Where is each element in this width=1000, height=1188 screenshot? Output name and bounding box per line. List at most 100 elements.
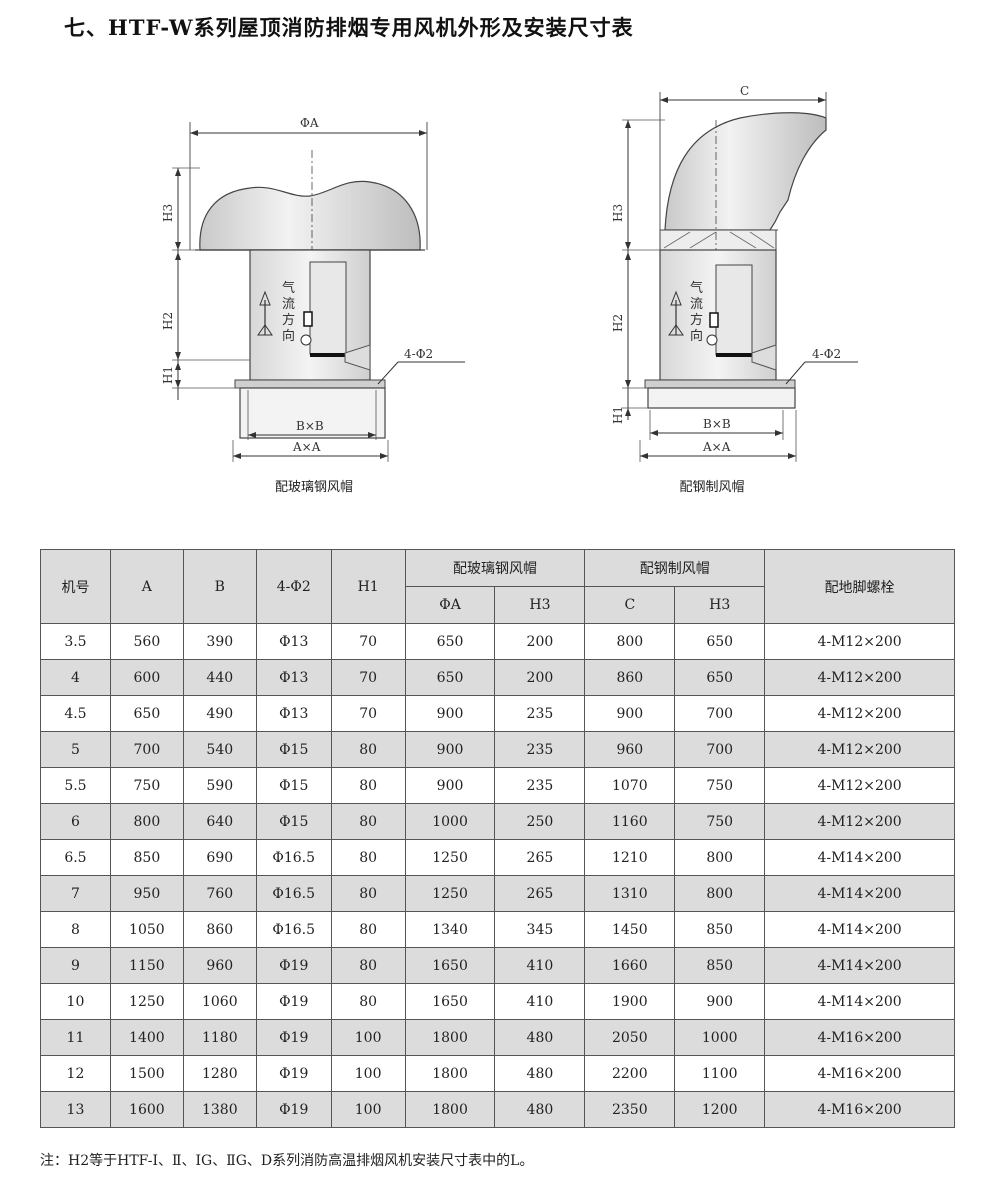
cell-b: 1280 xyxy=(182,1055,257,1092)
cell-hole: Φ15 xyxy=(255,731,332,768)
cell-h1: 70 xyxy=(330,623,406,660)
cell-no: 12 xyxy=(40,1055,111,1092)
cell-h3-fiberglass: 200 xyxy=(494,623,586,660)
cell-phia: 1650 xyxy=(404,983,496,1020)
header-steel-h3: H3 xyxy=(674,586,766,624)
cell-c: 1310 xyxy=(584,875,676,912)
cell-a: 600 xyxy=(109,659,184,696)
left-dim-bxb: B×B xyxy=(296,419,324,433)
cell-a: 1050 xyxy=(109,911,184,948)
cell-c: 2350 xyxy=(584,1091,676,1128)
cell-c: 1210 xyxy=(584,839,676,876)
cell-h3-steel: 650 xyxy=(674,623,766,660)
cell-c: 1900 xyxy=(584,983,676,1020)
right-dim-bxb: B×B xyxy=(703,417,731,431)
cell-no: 3.5 xyxy=(40,623,111,660)
cell-h3-fiberglass: 200 xyxy=(494,659,586,696)
right-dim-axa: A×A xyxy=(702,440,731,454)
right-dim-h1: H1 xyxy=(611,406,625,424)
cell-a: 700 xyxy=(109,731,184,768)
cell-no: 10 xyxy=(40,983,111,1020)
cell-no: 6.5 xyxy=(40,839,111,876)
cell-h1: 80 xyxy=(330,731,406,768)
cell-phia: 1250 xyxy=(404,875,496,912)
cell-phia: 650 xyxy=(404,659,496,696)
cell-phia: 1800 xyxy=(404,1055,496,1092)
cell-a: 1250 xyxy=(109,983,184,1020)
header-steel-c: C xyxy=(584,586,676,624)
right-dim-h2: H2 xyxy=(611,314,625,332)
cell-h3-fiberglass: 250 xyxy=(494,803,586,840)
header-fiberglass-cap: 配玻璃钢风帽 xyxy=(404,549,586,587)
cell-no: 4 xyxy=(40,659,111,696)
left-airflow-char-1: 气 xyxy=(282,280,295,296)
cell-h3-steel: 800 xyxy=(674,875,766,912)
cell-hole: Φ15 xyxy=(255,767,332,804)
cell-bolt: 4-M14×200 xyxy=(764,911,955,948)
cell-c: 1660 xyxy=(584,947,676,984)
cell-b: 390 xyxy=(182,623,257,660)
cell-b: 690 xyxy=(182,839,257,876)
left-dim-h1: H1 xyxy=(161,366,175,384)
right-airflow-char-1: 气 xyxy=(690,280,703,296)
cell-hole: Φ19 xyxy=(255,1055,332,1092)
cell-h3-steel: 1200 xyxy=(674,1091,766,1128)
cell-phia: 650 xyxy=(404,623,496,660)
cell-phia: 1650 xyxy=(404,947,496,984)
cell-b: 1060 xyxy=(182,983,257,1020)
cell-c: 800 xyxy=(584,623,676,660)
cell-h3-steel: 1000 xyxy=(674,1019,766,1056)
cell-h3-fiberglass: 480 xyxy=(494,1019,586,1056)
cell-hole: Φ16.5 xyxy=(255,839,332,876)
fan-outline-drawings: ΦA 气 流 方 向 H3 xyxy=(0,0,1000,520)
cell-b: 860 xyxy=(182,911,257,948)
cell-a: 800 xyxy=(109,803,184,840)
cell-no: 9 xyxy=(40,947,111,984)
header-fiberglass-phia: ΦA xyxy=(404,586,496,624)
cell-c: 860 xyxy=(584,659,676,696)
right-fan-figure: C 气 流 方 向 xyxy=(611,84,858,462)
cell-b: 590 xyxy=(182,767,257,804)
cell-h1: 80 xyxy=(330,803,406,840)
cell-c: 2050 xyxy=(584,1019,676,1056)
left-dim-phia: ΦA xyxy=(300,116,319,130)
left-dim-axa: A×A xyxy=(292,440,321,454)
cell-b: 540 xyxy=(182,731,257,768)
cell-h3-steel: 850 xyxy=(674,947,766,984)
cell-bolt: 4-M12×200 xyxy=(764,767,955,804)
cell-h1: 70 xyxy=(330,659,406,696)
cell-no: 6 xyxy=(40,803,111,840)
cell-c: 1070 xyxy=(584,767,676,804)
cell-a: 1150 xyxy=(109,947,184,984)
cell-phia: 1340 xyxy=(404,911,496,948)
header-anchor-bolt: 配地脚螺栓 xyxy=(764,549,955,624)
cell-h3-fiberglass: 410 xyxy=(494,983,586,1020)
cell-bolt: 4-M16×200 xyxy=(764,1091,955,1128)
cell-h1: 100 xyxy=(330,1091,406,1128)
cell-h3-fiberglass: 265 xyxy=(494,875,586,912)
left-dim-h2: H2 xyxy=(161,312,175,330)
cell-b: 960 xyxy=(182,947,257,984)
cell-bolt: 4-M12×200 xyxy=(764,623,955,660)
cell-h1: 80 xyxy=(330,911,406,948)
cell-h3-fiberglass: 345 xyxy=(494,911,586,948)
cell-h1: 80 xyxy=(330,767,406,804)
cell-h3-fiberglass: 235 xyxy=(494,695,586,732)
cell-phia: 1000 xyxy=(404,803,496,840)
cell-phia: 1800 xyxy=(404,1019,496,1056)
cell-no: 11 xyxy=(40,1019,111,1056)
cell-h3-steel: 750 xyxy=(674,803,766,840)
page-title: 七、HTF-W系列屋顶消防排烟专用风机外形及安装尺寸表 xyxy=(64,15,634,40)
cell-hole: Φ15 xyxy=(255,803,332,840)
cell-phia: 900 xyxy=(404,731,496,768)
right-dim-h3: H3 xyxy=(611,204,625,222)
